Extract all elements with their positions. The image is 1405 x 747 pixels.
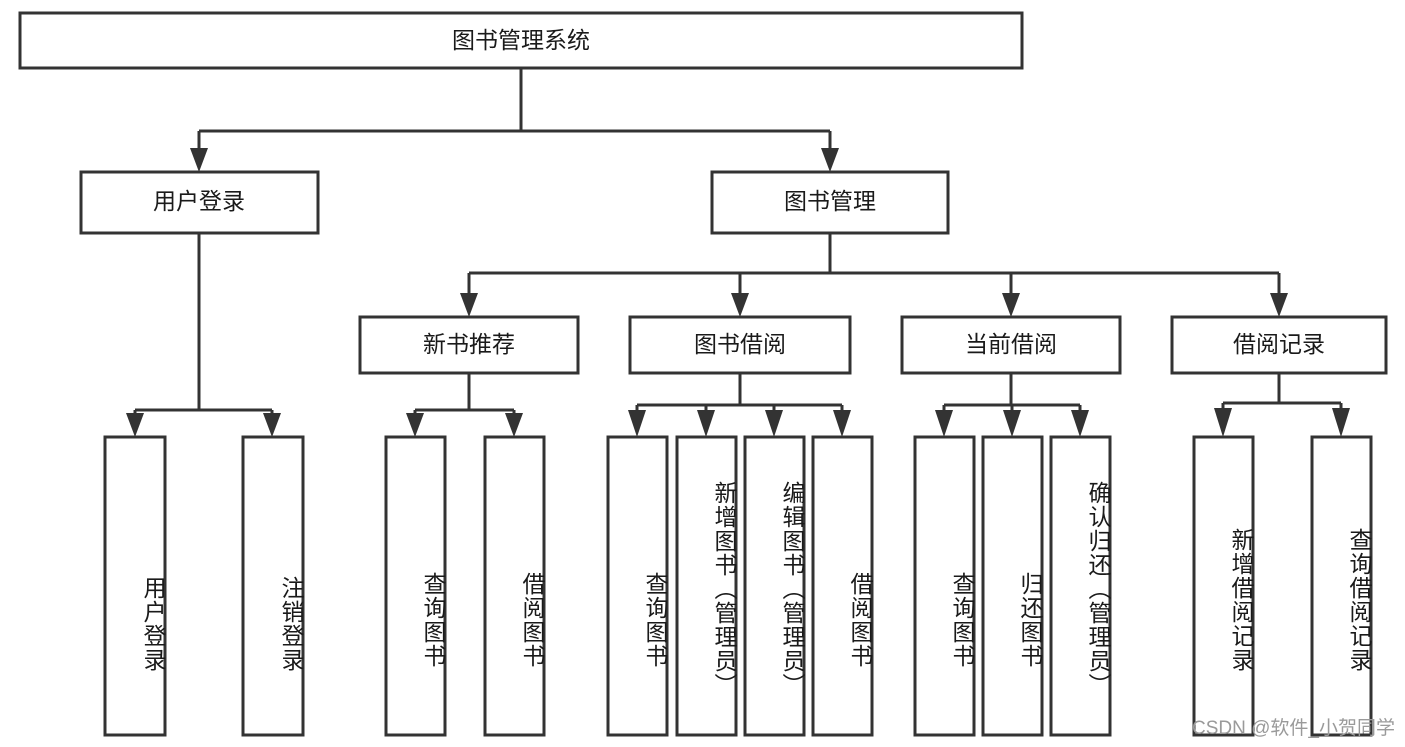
- node-label-leaf-query-book-3: 查询图书: [949, 572, 975, 668]
- node-box-borrow-record[interactable]: [1170, 315, 1388, 375]
- node-label-new-book-recommend: 新书推荐: [423, 331, 515, 357]
- node-box-leaf-edit-book[interactable]: [743, 435, 806, 737]
- arrow-head-borrow-record: [1270, 293, 1288, 317]
- node-box-leaf-borrow-book-2[interactable]: [811, 435, 874, 737]
- connector-group-root: [190, 68, 839, 172]
- arrow-head-leaf-query-book-1: [406, 413, 424, 437]
- node-box-leaf-query-record[interactable]: [1310, 435, 1373, 737]
- node-label-leaf-borrow-book-1: 借阅图书: [519, 572, 545, 668]
- node-label-book-manage: 图书管理: [784, 188, 876, 214]
- arrow-head-leaf-borrow-book-2: [833, 410, 851, 437]
- node-box-new-book-recommend[interactable]: [358, 315, 580, 375]
- node-box-book-manage[interactable]: [710, 170, 950, 235]
- node-box-leaf-query-book-2[interactable]: [606, 435, 669, 737]
- connector-group-borrow-record: [1214, 373, 1350, 437]
- node-box-root[interactable]: [18, 11, 1024, 70]
- node-label-leaf-query-book-2: 查询图书: [642, 572, 668, 668]
- node-box-book-borrow[interactable]: [628, 315, 852, 375]
- connector-group-user-login: [126, 233, 281, 437]
- node-box-current-borrow[interactable]: [900, 315, 1122, 375]
- node-label-borrow-record: 借阅记录: [1233, 331, 1325, 357]
- node-box-leaf-return-book[interactable]: [981, 435, 1044, 737]
- arrow-head-leaf-query-book-2: [628, 410, 646, 437]
- node-box-leaf-user-login[interactable]: [103, 435, 167, 737]
- arrow-head-leaf-edit-book: [765, 410, 783, 437]
- node-label-current-borrow: 当前借阅: [965, 331, 1057, 357]
- connector-group-new-book-recommend: [406, 373, 523, 437]
- node-label-leaf-add-book: 新增图书（管理员）: [711, 481, 737, 697]
- node-label-book-borrow: 图书借阅: [694, 331, 786, 357]
- node-box-leaf-add-record[interactable]: [1192, 435, 1255, 737]
- arrow-head-leaf-borrow-book-1: [505, 413, 523, 437]
- arrow-head-leaf-query-book-3: [935, 410, 953, 437]
- connector-group-current-borrow: [935, 373, 1089, 437]
- arrow-head-leaf-user-login: [126, 413, 144, 437]
- node-label-leaf-borrow-book-2: 借阅图书: [847, 572, 873, 668]
- node-box-leaf-query-book-1[interactable]: [384, 435, 447, 737]
- arrow-head-leaf-confirm-return: [1071, 410, 1089, 437]
- connector-group-book-borrow: [628, 373, 851, 437]
- connector-group-book-manage: [460, 233, 1288, 317]
- node-label-leaf-add-record: 新增借阅记录: [1228, 528, 1254, 672]
- csdn-watermark: CSDN @软件_小贺同学: [1192, 718, 1395, 739]
- node-box-leaf-borrow-book-1[interactable]: [483, 435, 546, 737]
- node-box-leaf-user-logout[interactable]: [241, 435, 305, 737]
- arrow-head-leaf-query-record: [1332, 408, 1350, 437]
- node-label-leaf-edit-book: 编辑图书（管理员）: [779, 481, 805, 697]
- arrow-head-user-login: [190, 148, 208, 172]
- node-label-leaf-user-logout: 注销登录: [278, 576, 304, 672]
- node-label-leaf-confirm-return: 确认归还（管理员）: [1085, 481, 1111, 697]
- arrow-head-new-book-recommend: [460, 293, 478, 317]
- arrow-head-book-manage: [821, 148, 839, 172]
- node-label-leaf-return-book: 归还图书: [1017, 572, 1043, 668]
- node-label-user-login: 用户登录: [153, 188, 245, 214]
- node-label-leaf-user-login: 用户登录: [140, 576, 166, 672]
- node-box-leaf-confirm-return[interactable]: [1049, 435, 1112, 737]
- node-label-leaf-query-record: 查询借阅记录: [1346, 528, 1372, 672]
- node-label-root: 图书管理系统: [452, 27, 590, 53]
- node-label-leaf-query-book-1: 查询图书: [420, 572, 446, 668]
- arrow-head-leaf-return-book: [1003, 410, 1021, 437]
- node-box-user-login[interactable]: [79, 170, 320, 235]
- node-box-leaf-add-book[interactable]: [675, 435, 738, 737]
- arrow-head-book-borrow: [731, 293, 749, 317]
- node-box-leaf-query-book-3[interactable]: [913, 435, 976, 737]
- arrow-head-current-borrow: [1002, 293, 1020, 317]
- arrow-head-leaf-add-record: [1214, 408, 1232, 437]
- arrow-head-leaf-user-logout: [263, 413, 281, 437]
- arrow-head-leaf-add-book: [697, 410, 715, 437]
